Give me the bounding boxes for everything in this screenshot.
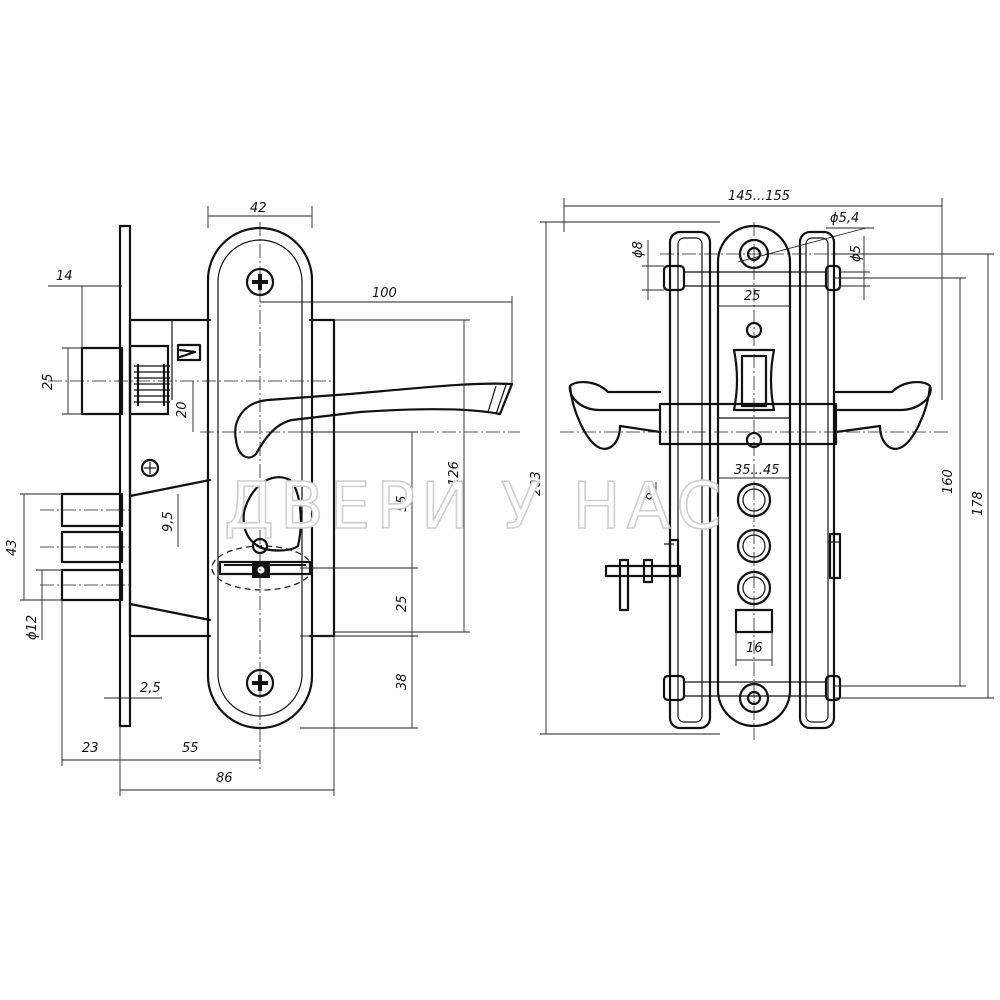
dim-mount-spacing: 160 [941,469,956,494]
dim-hole-8: ϕ8 [631,241,646,258]
left-dimensions: 42 14 25 20 100 43 ϕ12 9,5 55 25 38 1 [5,201,513,796]
dim-bolt-spacing: 43 [5,539,20,556]
right-view [560,222,948,740]
latch-spring [134,363,170,407]
dim-handle-to-bottom: 126 [447,461,462,486]
spindle-slot [732,348,776,412]
dim-faceplate-thickness: 2,5 [140,681,161,696]
dim-backset-top: 14 [56,269,73,284]
dim-backset: 55 [182,741,199,756]
dim-latch-offset: 20 [175,401,190,418]
dim-cylinder-spacing: 25 [395,595,410,612]
dim-spindle-width: 25 [744,289,761,304]
dim-plate-height: 178 [971,491,986,516]
lever-left [568,380,662,412]
lever-handle [234,382,514,459]
body-screw [140,458,160,478]
dim-square-spacing: 35...45 [734,463,779,478]
lock-body [128,318,212,638]
dim-eight: 8 [641,492,656,500]
dim-handle-length: 100 [372,286,397,301]
dim-body-width: 86 [216,771,233,786]
dim-gap: 9,5 [161,511,176,532]
watermark: ДВЕРИ У НАС [224,470,727,544]
dim-total-height: 203 [529,471,544,496]
lever-right [834,380,932,412]
dim-plate-width: 42 [250,201,267,216]
dim-bolt-throw: 23 [82,741,99,756]
dim-bottom-offset: 38 [395,673,410,690]
outer-plate-left [668,230,712,730]
thumb-turn [242,476,302,552]
dim-cylinder-width: 16 [746,641,763,656]
left-view [40,222,520,770]
dim-cylinder-to-handle: 55 [395,495,410,512]
right-dimensions: 145...155 ϕ5,4 ϕ8 ϕ5 25 203 35...45 8 16… [529,189,994,735]
dim-screw-diameter: ϕ5,4 [830,211,859,226]
dim-latch-height: 25 [41,373,56,390]
dim-bolt-diameter: ϕ12 [25,615,40,640]
outer-plate-right [798,230,836,730]
dim-door-thickness: 145...155 [728,189,790,204]
faceplate [118,224,132,728]
